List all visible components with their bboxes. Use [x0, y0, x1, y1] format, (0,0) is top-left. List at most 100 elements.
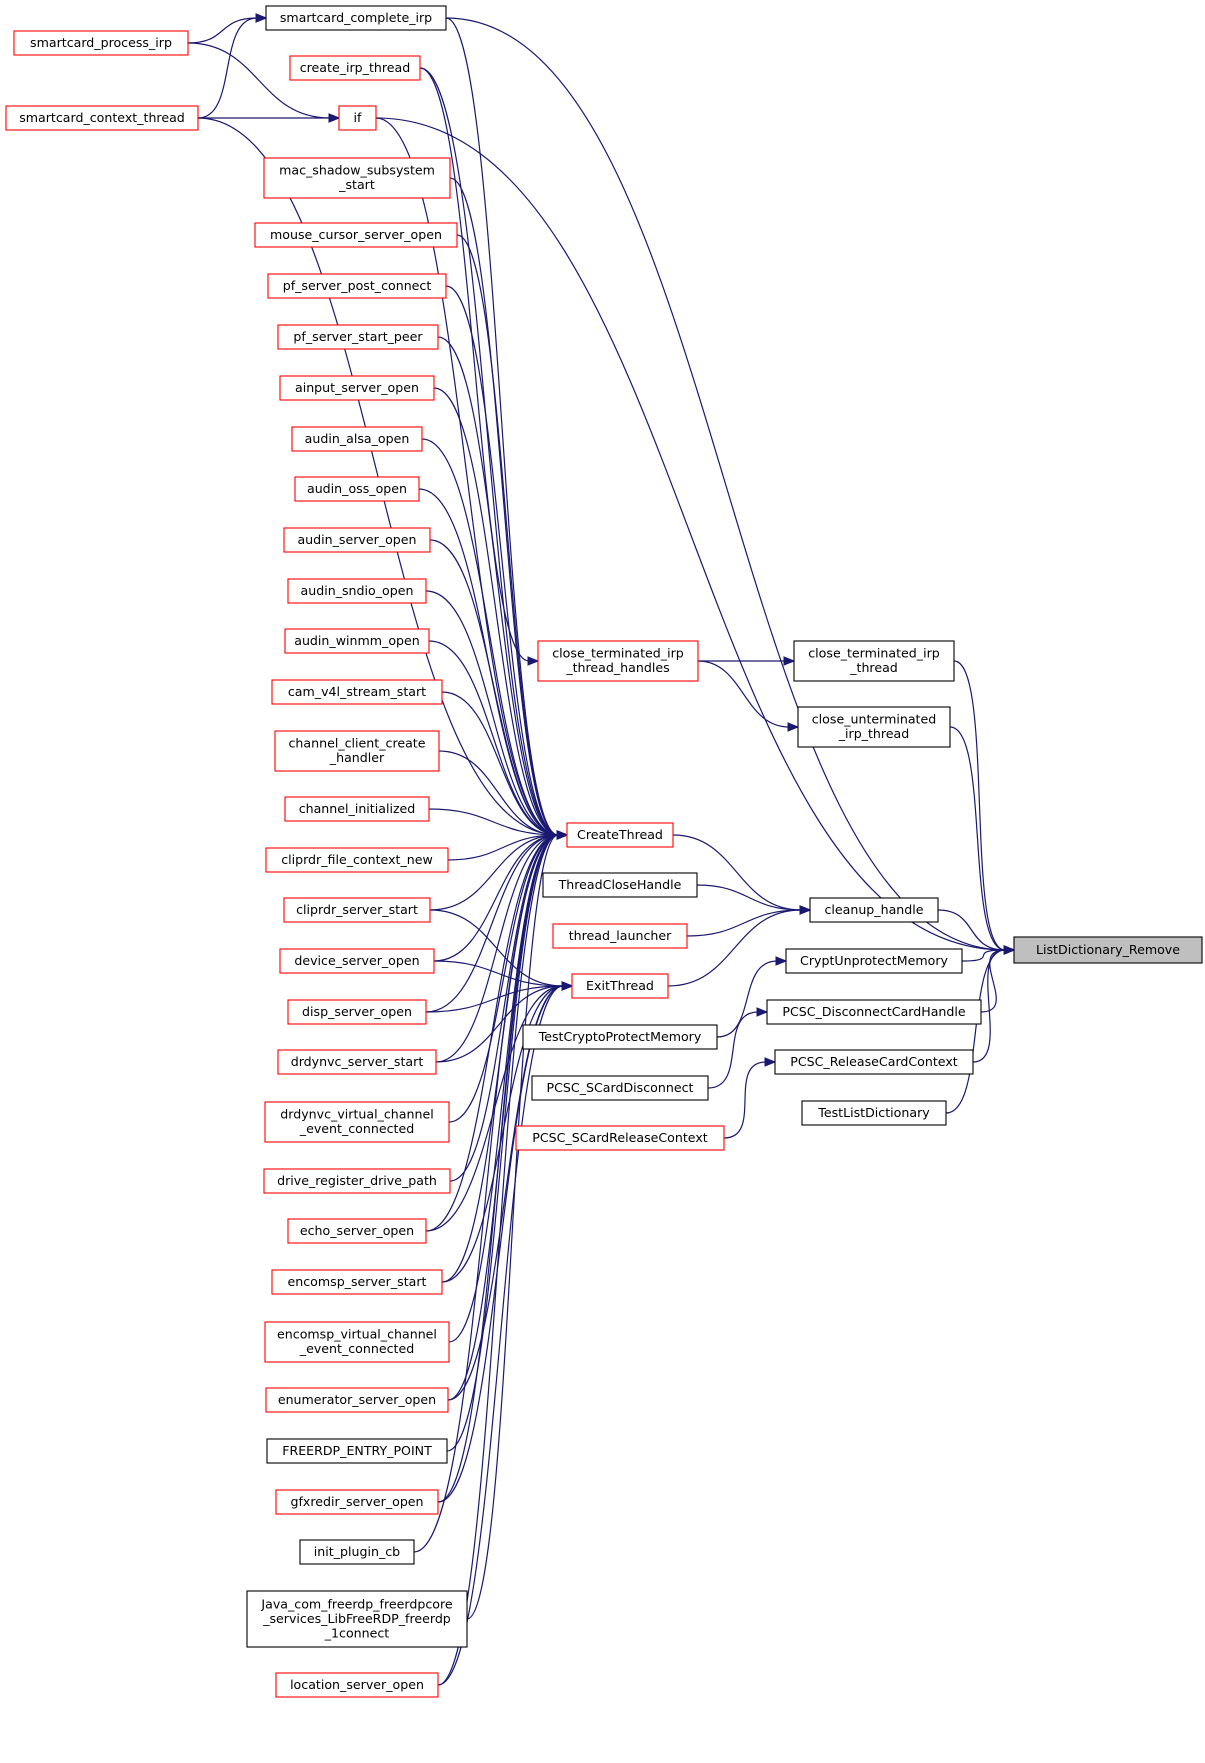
edge-mouse-cursor-to-create-thread: [456, 234, 559, 836]
node-mac-shadow[interactable]: mac_shadow_subsystem_start: [263, 157, 451, 199]
edge-audin-server-to-create-thread: [429, 539, 559, 836]
node-label: ListDictionary_Remove: [1036, 942, 1180, 957]
node-label: smartcard_process_irp: [30, 35, 172, 50]
node-box: [5, 105, 199, 131]
node-pcsc-disconnect-handle[interactable]: PCSC_DisconnectCardHandle: [766, 999, 982, 1025]
node-pf-start[interactable]: pf_server_start_peer: [277, 324, 439, 350]
node-pcsc-scard-disconnect[interactable]: PCSC_SCardDisconnect: [531, 1075, 709, 1101]
edge-thread-close-to-cleanup: [696, 884, 802, 911]
node-label: cliprdr_server_start: [296, 902, 418, 917]
node-label: audin_alsa_open: [305, 431, 410, 446]
edge-init-plugin-to-create-thread: [413, 834, 559, 1553]
edge-test-list-to-root: [945, 949, 1006, 1114]
node-box: [294, 476, 420, 502]
node-test-list[interactable]: TestListDictionary: [801, 1100, 947, 1126]
node-label: close_terminated_irp: [552, 646, 684, 661]
node-chan-client[interactable]: channel_client_create_handler: [274, 730, 440, 772]
arrowhead: [799, 905, 812, 915]
node-sc-process[interactable]: smartcard_process_irp: [13, 30, 189, 56]
node-drive-register[interactable]: drive_register_drive_path: [263, 1168, 451, 1194]
node-exit-thread[interactable]: ExitThread: [571, 973, 669, 999]
node-freerdp-entry[interactable]: FREERDP_ENTRY_POINT: [266, 1438, 448, 1464]
node-encomsp-server[interactable]: encomsp_server_start: [271, 1269, 443, 1295]
node-label: encomsp_virtual_channel: [277, 1327, 437, 1342]
edge-sc-complete-to-create-thread: [445, 17, 559, 836]
edge-cliprdr-server-to-create-thread: [429, 834, 559, 911]
node-thread-launcher[interactable]: thread_launcher: [552, 923, 688, 949]
node-label: channel_initialized: [299, 801, 416, 816]
node-audin-oss[interactable]: audin_oss_open: [294, 476, 420, 502]
node-label: cleanup_handle: [824, 902, 923, 917]
node-label: create_irp_thread: [300, 60, 411, 75]
edge-drive-register-to-create-thread: [449, 834, 559, 1182]
node-box: [793, 640, 955, 682]
node-close-term-handles[interactable]: close_terminated_irp_thread_handles: [537, 640, 699, 682]
node-create-thread[interactable]: CreateThread: [566, 822, 674, 848]
node-label: disp_server_open: [302, 1004, 412, 1019]
node-encomsp-virtual[interactable]: encomsp_virtual_channel_event_connected: [264, 1321, 450, 1363]
node-box: [291, 426, 423, 452]
node-sc-context[interactable]: smartcard_context_thread: [5, 105, 199, 131]
node-box: [274, 730, 440, 772]
edge-thread-launcher-to-cleanup: [686, 909, 802, 937]
node-init-plugin[interactable]: init_plugin_cb: [299, 1539, 415, 1565]
node-box: [271, 1269, 443, 1295]
node-create-irp[interactable]: create_irp_thread: [289, 55, 421, 81]
node-box: [271, 679, 443, 705]
node-audin-alsa[interactable]: audin_alsa_open: [291, 426, 423, 452]
edge-cliprdr-file-to-create-thread: [447, 834, 559, 861]
node-sc-complete[interactable]: smartcard_complete_irp: [265, 5, 447, 31]
node-label: thread_launcher: [569, 928, 672, 943]
node-label: ThreadCloseHandle: [558, 877, 682, 892]
node-cleanup[interactable]: cleanup_handle: [809, 897, 939, 923]
edge-echo-server-to-exit-thread: [425, 985, 564, 1232]
node-device-server[interactable]: device_server_open: [279, 948, 435, 974]
node-box: [265, 1387, 449, 1413]
node-box: [537, 640, 699, 682]
edge-create-irp-to-create-thread: [419, 67, 559, 836]
node-pcsc-scard-release[interactable]: PCSC_SCardReleaseContext: [515, 1125, 725, 1151]
node-location[interactable]: location_server_open: [275, 1672, 439, 1698]
node-crypt-unprotect[interactable]: CryptUnprotectMemory: [785, 948, 963, 974]
node-if[interactable]: if: [338, 105, 377, 131]
edge-cleanup-to-root: [937, 909, 1006, 951]
node-test-crypto[interactable]: TestCryptoProtectMemory: [522, 1024, 718, 1050]
node-label: ainput_server_open: [295, 380, 419, 395]
node-audin-sndio[interactable]: audin_sndio_open: [287, 578, 427, 604]
node-echo-server[interactable]: echo_server_open: [287, 1218, 427, 1244]
node-enumerator[interactable]: enumerator_server_open: [265, 1387, 449, 1413]
node-pf-post[interactable]: pf_server_post_connect: [267, 273, 447, 299]
node-mouse-cursor[interactable]: mouse_cursor_server_open: [254, 222, 458, 248]
node-box: [299, 1539, 415, 1565]
edge-device-server-to-create-thread: [433, 834, 559, 962]
node-audin-server[interactable]: audin_server_open: [283, 527, 431, 553]
node-pcsc-release-ctx[interactable]: PCSC_ReleaseCardContext: [774, 1049, 974, 1075]
node-thread-close[interactable]: ThreadCloseHandle: [542, 872, 698, 898]
edge-mac-shadow-to-create-thread: [449, 177, 559, 836]
node-audin-winmm[interactable]: audin_winmm_open: [284, 628, 430, 654]
node-cliprdr-file[interactable]: cliprdr_file_context_new: [265, 847, 449, 873]
node-chan-init[interactable]: channel_initialized: [284, 796, 430, 822]
node-label: _irp_thread: [838, 726, 910, 741]
node-label: TestCryptoProtectMemory: [538, 1029, 702, 1044]
node-drdynvc-virtual[interactable]: drdynvc_virtual_channel_event_connected: [264, 1101, 450, 1143]
node-close-term-thread[interactable]: close_terminated_irp_thread: [793, 640, 955, 682]
node-close-unterm[interactable]: close_unterminated_irp_thread: [797, 706, 951, 748]
node-label: enumerator_server_open: [278, 1392, 436, 1407]
node-ainput[interactable]: ainput_server_open: [279, 375, 435, 401]
node-box: [13, 30, 189, 56]
node-label: device_server_open: [294, 953, 419, 968]
node-label: if: [354, 110, 362, 125]
node-box: [571, 973, 669, 999]
node-cliprdr-server[interactable]: cliprdr_server_start: [283, 897, 431, 923]
node-gfxredir[interactable]: gfxredir_server_open: [275, 1489, 439, 1515]
node-disp-server[interactable]: disp_server_open: [287, 999, 427, 1025]
edge-gfxredir-to-exit-thread: [437, 985, 564, 1503]
node-drdynvc-server[interactable]: drdynvc_server_start: [277, 1049, 437, 1075]
arrowhead: [255, 13, 268, 23]
node-java-freerdp[interactable]: Java_com_freerdp_freerdpcore_services_Li…: [246, 1590, 468, 1648]
edge-disp-server-to-exit-thread: [425, 985, 564, 1013]
node-box: [264, 1321, 450, 1363]
edge-pf-post-to-create-thread: [445, 285, 559, 836]
node-cam-v4l[interactable]: cam_v4l_stream_start: [271, 679, 443, 705]
